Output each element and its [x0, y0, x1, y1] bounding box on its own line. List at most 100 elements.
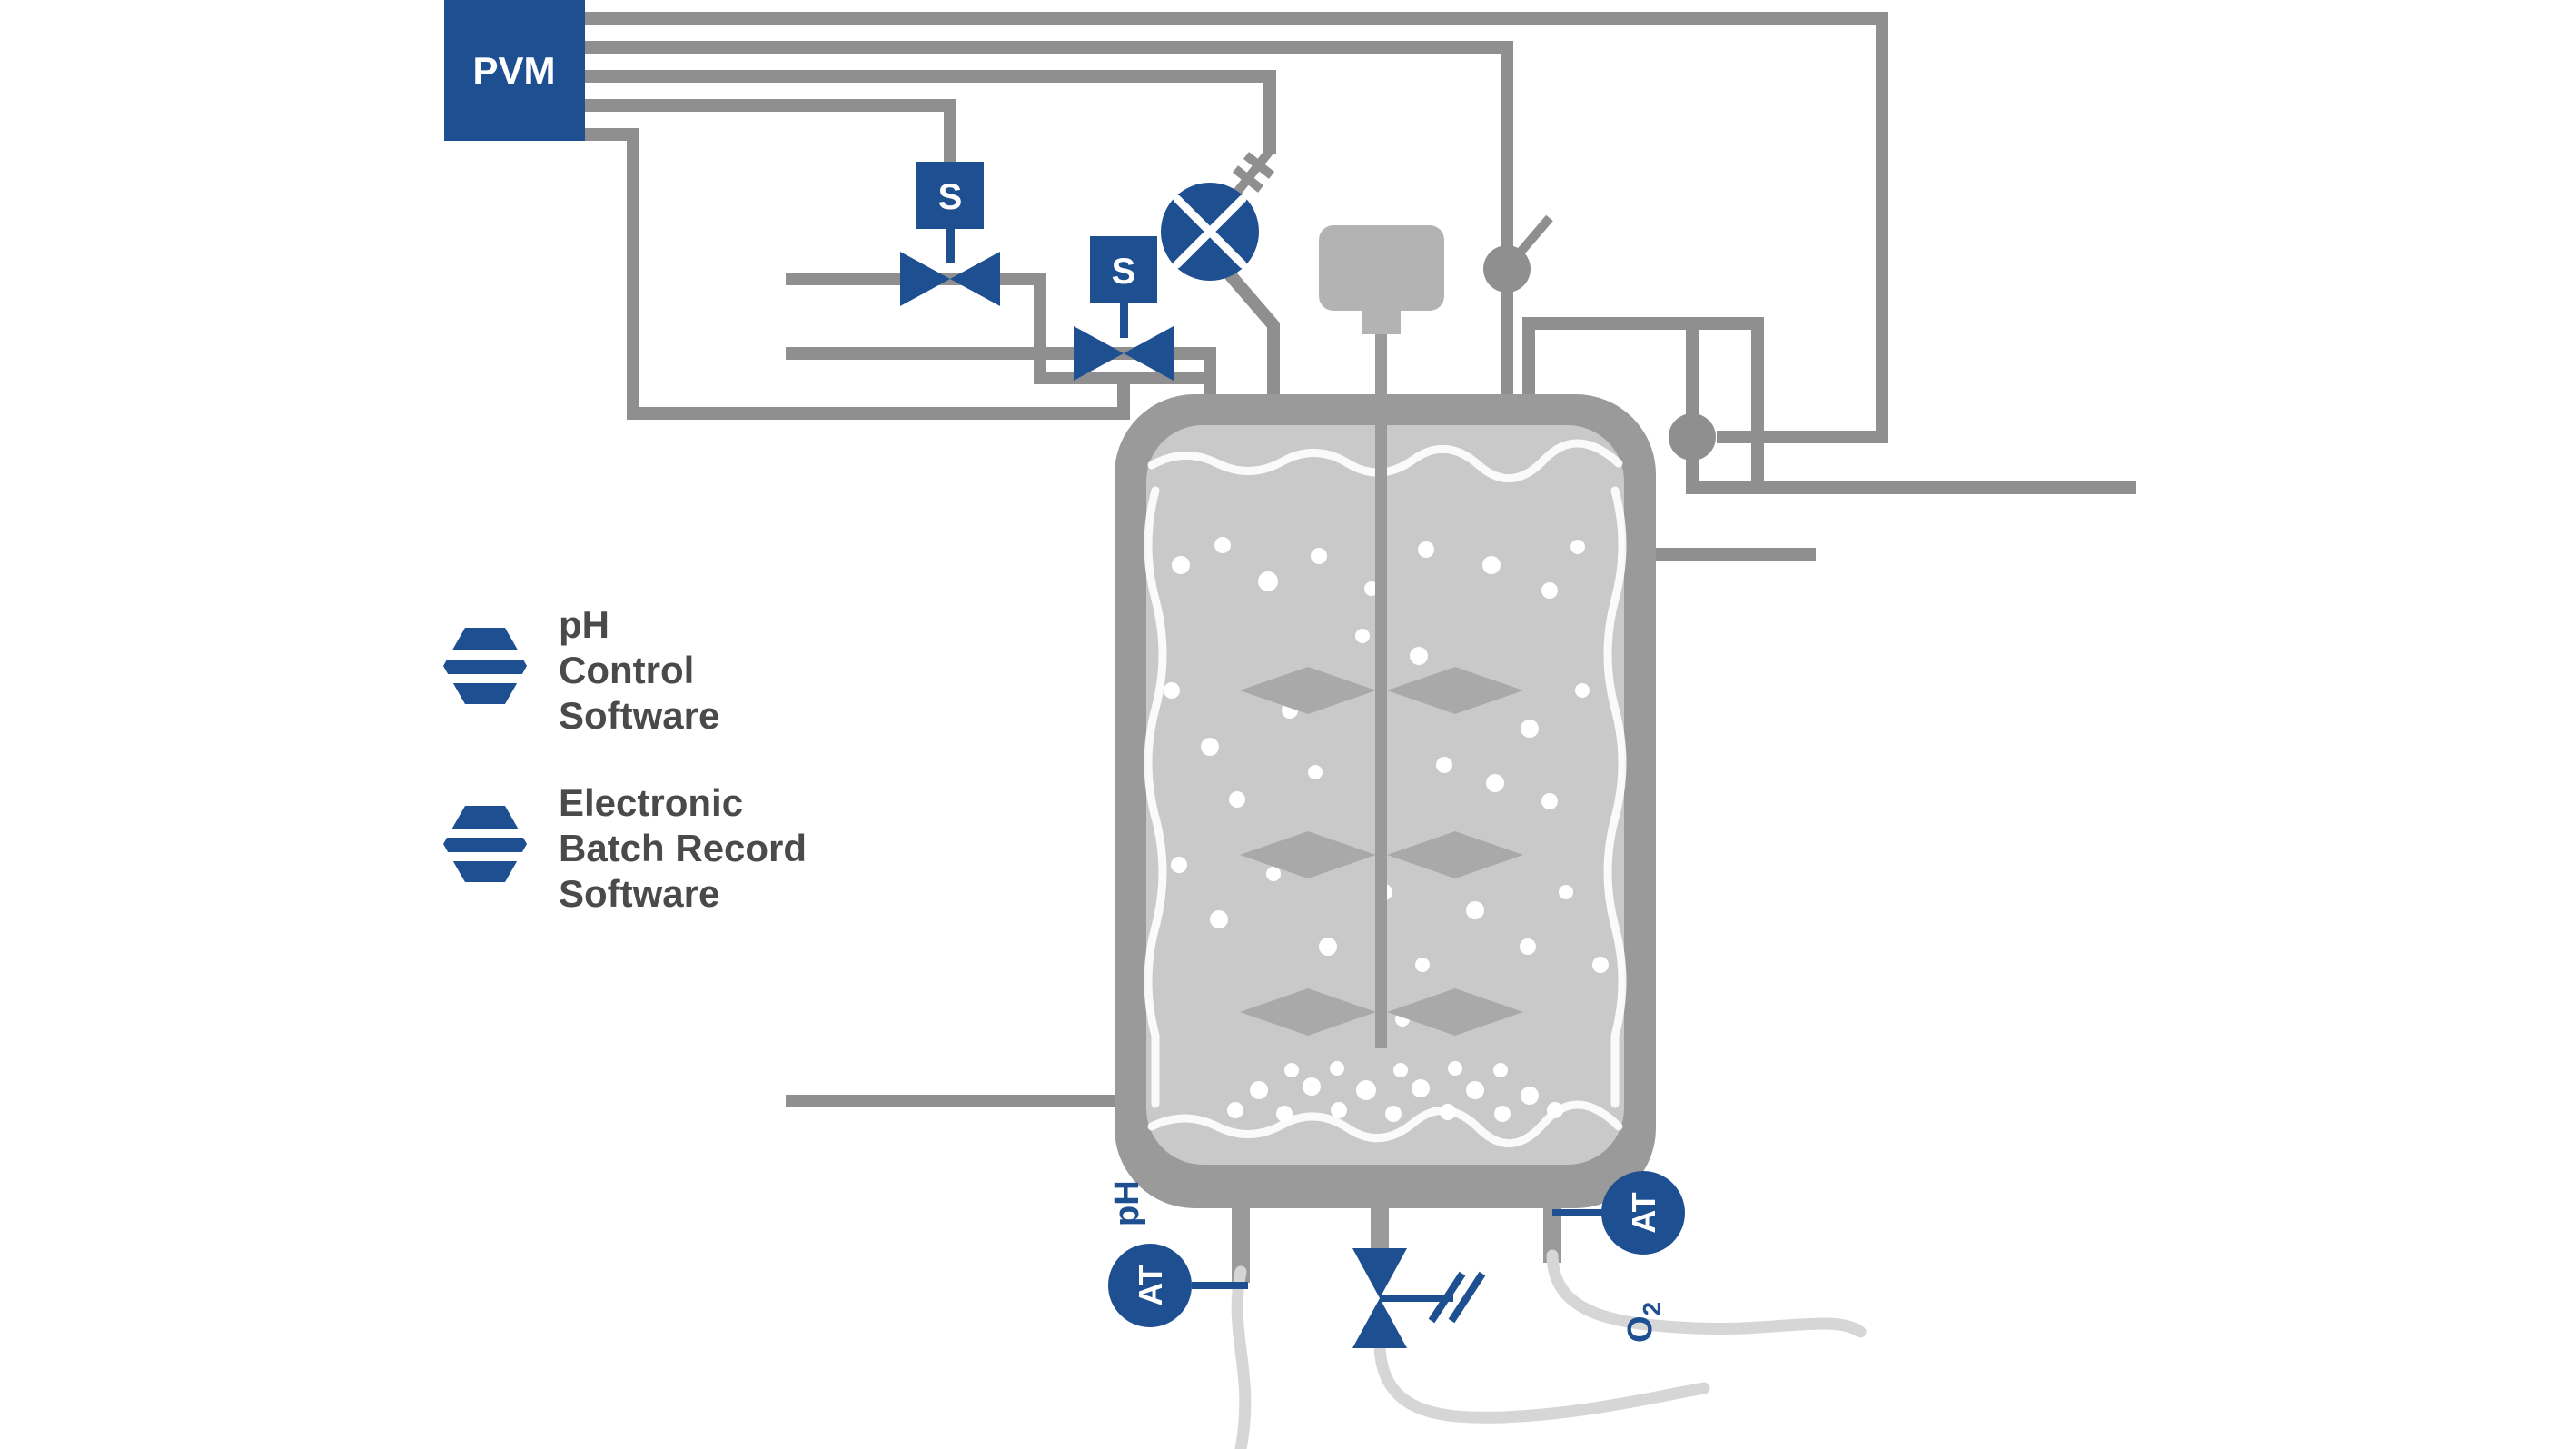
bubble — [1520, 938, 1536, 955]
control-line-headplate — [585, 41, 1513, 247]
flex-tube-right — [1546, 1249, 1867, 1338]
vent-fitting — [1669, 413, 1716, 461]
bubble — [1440, 1104, 1456, 1120]
bubble — [1171, 857, 1187, 873]
valve-bowtie — [900, 252, 950, 306]
bubble — [1575, 683, 1590, 698]
liquid-surface-wave — [1147, 439, 1623, 482]
sample-valve — [1352, 1248, 1486, 1348]
valve-bowtie — [1124, 326, 1174, 381]
sample-valve-hash-1 — [1428, 1271, 1466, 1324]
bubble — [1210, 910, 1228, 928]
motor-body — [1319, 225, 1444, 311]
bubble — [1547, 1102, 1563, 1118]
bubble — [1266, 867, 1281, 881]
bubble — [1276, 1106, 1293, 1122]
solenoid-stem — [946, 227, 955, 263]
pvm-box — [444, 0, 585, 141]
bubble — [1201, 738, 1219, 756]
bubble — [1311, 548, 1327, 564]
bubble — [1521, 720, 1539, 738]
software-icon-stripe — [440, 852, 534, 861]
solenoid-label: S — [1112, 252, 1136, 292]
bottom-outlets — [1231, 1199, 1867, 1449]
liquid-left-wave — [1144, 486, 1167, 1108]
bubble — [1284, 1063, 1299, 1077]
legend-line: Electronic — [559, 781, 743, 824]
control-line-ball-valve — [585, 70, 1276, 154]
bubble — [1410, 647, 1428, 665]
liquid-bottom-wave — [1147, 1100, 1623, 1147]
control-lines — [585, 12, 1888, 443]
pvm-label: PVM — [472, 49, 555, 92]
software-icon-stripe — [440, 829, 534, 838]
legend-line: Software — [559, 872, 719, 915]
bubble — [1521, 1087, 1539, 1105]
bubble — [1214, 537, 1231, 553]
bioreactor-tank — [1115, 305, 1656, 1208]
flex-tube-left — [1231, 1265, 1252, 1449]
control-line-solenoid-1 — [585, 99, 956, 165]
analyzer-ph-tag: pH — [1108, 1180, 1146, 1226]
software-icon — [443, 628, 527, 704]
solenoid-box — [916, 162, 984, 229]
solenoid-stem — [1120, 302, 1128, 338]
bubble — [1415, 958, 1430, 972]
bubble — [1448, 1061, 1462, 1076]
valve-bowtie — [1352, 1248, 1407, 1298]
pvm-controller: PVM — [444, 0, 585, 141]
bubble — [1466, 1081, 1484, 1099]
vent-piping — [786, 317, 2136, 1107]
gray-fittings — [1483, 214, 1716, 461]
stem-hash-mark-1 — [1243, 152, 1275, 179]
bubble — [1331, 1102, 1347, 1118]
bubble — [1570, 540, 1585, 554]
analyzer-o2-bubble — [1601, 1171, 1685, 1255]
agitator-motor — [1319, 225, 1444, 334]
software-icon-stripe — [440, 674, 534, 683]
bubble — [1258, 571, 1278, 591]
impeller-blade — [1240, 667, 1376, 714]
analyzer-ph: AT pH — [1108, 1180, 1248, 1327]
legend-line: pH — [559, 603, 609, 646]
ball-valve-cross — [1173, 194, 1247, 269]
impeller-blade — [1240, 831, 1376, 878]
stem-hash-mark-2 — [1232, 165, 1264, 193]
bubble — [1482, 556, 1501, 574]
bubble — [1493, 1063, 1508, 1077]
control-line-solenoid-2 — [585, 128, 1130, 420]
control-line-vent — [585, 12, 1888, 443]
bubble — [1356, 1080, 1376, 1100]
legend-line: Software — [559, 694, 719, 737]
solenoid-valve-1: S — [900, 162, 1000, 306]
vent-pipe-bypass — [1692, 317, 1764, 488]
valve-bowtie — [1352, 1298, 1407, 1348]
bubble — [1559, 885, 1573, 899]
analyzer-ph-label: AT — [1132, 1265, 1169, 1305]
impeller-blade — [1387, 988, 1523, 1036]
fitting-handle — [1513, 214, 1553, 260]
legend-ph-control-software: pH Control Software — [440, 603, 719, 737]
sample-valve-hash-2 — [1448, 1271, 1486, 1324]
bubble — [1172, 556, 1190, 574]
solenoid-valve-2: S — [1074, 236, 1174, 381]
bubble — [1592, 957, 1609, 973]
bubble — [1412, 1079, 1430, 1097]
bubble — [1303, 1077, 1321, 1096]
impeller-blade — [1387, 667, 1523, 714]
analyzer-o2-label: AT — [1625, 1192, 1662, 1233]
flex-tube-center — [1373, 1340, 1710, 1424]
agitator — [1240, 305, 1523, 1048]
bubble — [1418, 541, 1434, 558]
valve-bowtie — [1074, 326, 1124, 381]
analyzer-ph-bubble — [1108, 1244, 1192, 1327]
motor-neck — [1362, 311, 1401, 334]
bubble — [1355, 629, 1370, 643]
bubble — [1466, 901, 1484, 919]
legend-batch-record-software: Electronic Batch Record Software — [440, 781, 807, 915]
software-icon — [443, 806, 527, 882]
bubble — [1436, 757, 1452, 773]
bubble — [1164, 682, 1180, 699]
